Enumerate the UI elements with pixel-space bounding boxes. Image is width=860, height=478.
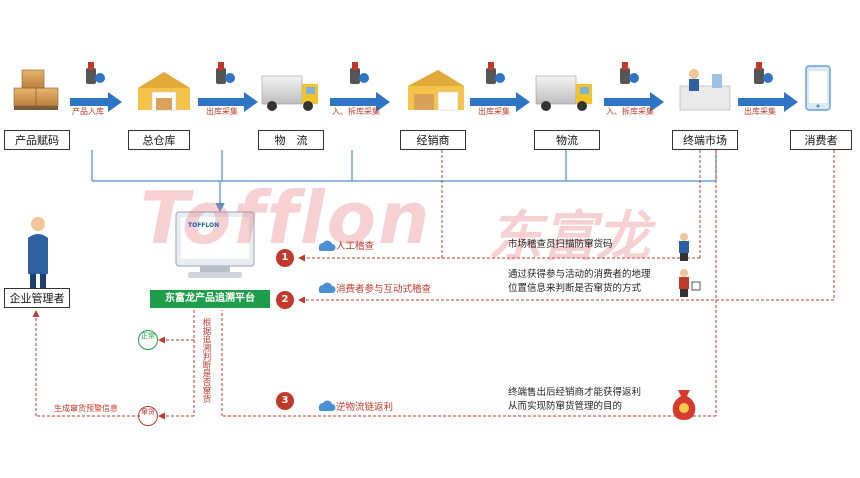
- cloud-upload-icon: [318, 240, 336, 251]
- step-desc-1: 市场稽查员扫描防窜货码: [508, 239, 613, 250]
- step-title-1: 人工稽查: [336, 241, 375, 252]
- step-desc-3-line1: 终端售出后经销商才能获得返利: [508, 387, 642, 398]
- process-arrows: [70, 92, 798, 112]
- scan-label-logistics2-in: 入、拆库采集: [606, 107, 654, 116]
- node-terminal-market: 终端市场: [672, 130, 738, 150]
- shopper-person-icon: [679, 269, 701, 297]
- scan-label-market-out: 出库采集: [744, 107, 776, 116]
- scan-label-warehouse-out: 出库采集: [206, 107, 238, 116]
- cloud-upload-icon: [318, 400, 336, 411]
- scanner-icons: [86, 62, 773, 84]
- node-consumer: 消费者: [790, 130, 852, 150]
- scan-label-logistics-in: 入、拆库采集: [332, 107, 380, 116]
- scan-label-product-in: 产品入库: [72, 107, 104, 116]
- node-logistics-1: 物 流: [258, 130, 324, 150]
- step-number-3: 3: [276, 392, 294, 410]
- cloud-upload-icon: [318, 282, 336, 293]
- collection-lines: [91, 150, 717, 213]
- diverted-stamp: 窜货: [138, 406, 158, 426]
- normal-stamp: 正常: [138, 330, 158, 350]
- scan-label-distributor-out: 出库采集: [478, 107, 510, 116]
- screen-logo: TOFFLON: [188, 222, 220, 229]
- scanner-icon: [754, 62, 773, 84]
- boxes-icon: [13, 69, 59, 110]
- watermark-latin: Tofflon: [140, 176, 432, 260]
- shop-counter-icon: [679, 69, 731, 111]
- truck-icon: [535, 75, 592, 111]
- trace-judgement-text: 根据追溯判断是否窜货: [201, 318, 211, 403]
- inspector-person-icon: [679, 233, 689, 261]
- step-number-2: 2: [276, 291, 294, 309]
- scanner-icon: [350, 62, 369, 84]
- step-desc-2-line2: 位置信息来判断是否窜货的方式: [508, 283, 642, 294]
- step-desc-2-line1: 通过获得参与活动的消费者的地理: [508, 269, 651, 280]
- watermark-chinese: 东富龙: [488, 205, 650, 268]
- money-bag-icon: [672, 390, 696, 420]
- manager-person-icon: [28, 217, 48, 288]
- computer-monitor-icon: [175, 211, 255, 278]
- node-logistics-2: 物流: [534, 130, 600, 150]
- step-title-2: 消费者参与互动式稽查: [336, 284, 432, 295]
- truck-icon: [261, 75, 318, 111]
- scanner-icon: [486, 62, 505, 84]
- traceability-platform-label: 东富龙产品追溯平台: [150, 290, 270, 308]
- alert-lines: [32, 150, 835, 420]
- warning-info-text: 生成窜货预警信息: [54, 404, 118, 413]
- smartphone-icon: [805, 65, 831, 111]
- step-desc-3-line2: 从而实现防窜货管理的目的: [508, 401, 623, 412]
- warehouse-icon: [138, 72, 190, 111]
- node-distributor: 经销商: [400, 130, 466, 150]
- step-title-3: 逆物流链返利: [336, 402, 394, 413]
- scanner-icon: [86, 62, 105, 84]
- scanner-icon: [216, 62, 235, 84]
- node-enterprise-manager: 企业管理者: [4, 288, 70, 308]
- node-main-warehouse: 总仓库: [128, 130, 190, 150]
- step-number-1: 1: [276, 249, 294, 267]
- distributor-warehouse-icon: [408, 70, 464, 111]
- scanner-icon: [620, 62, 639, 84]
- node-product-coding: 产品赋码: [4, 130, 70, 150]
